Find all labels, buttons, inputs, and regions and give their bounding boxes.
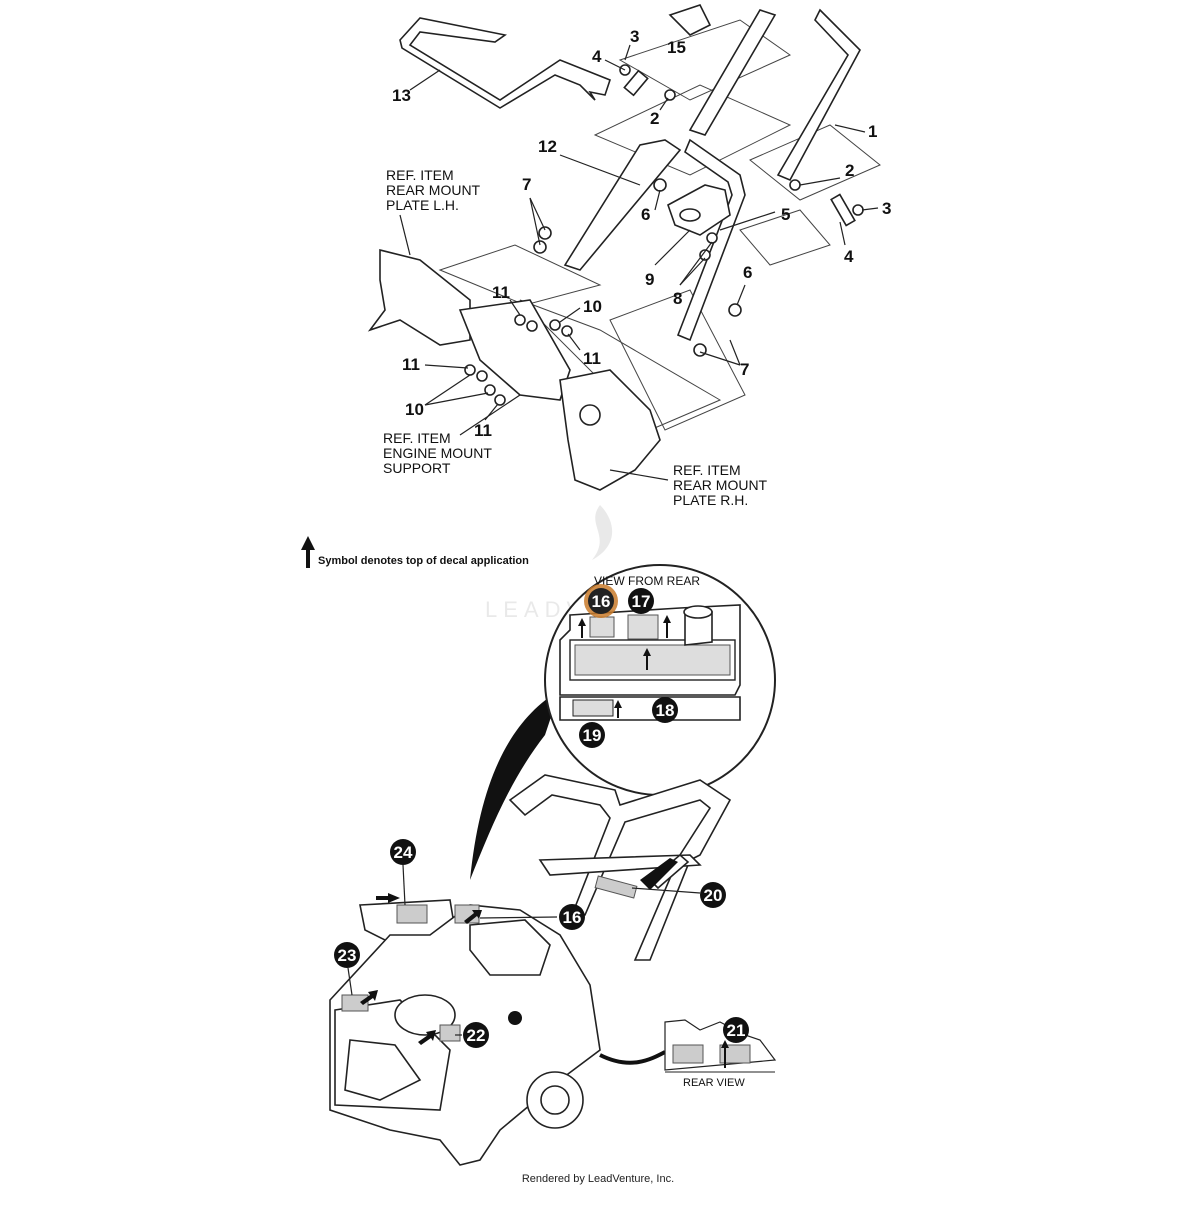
up-arrow-icon <box>301 536 315 568</box>
view-from-rear-detail <box>559 604 741 721</box>
callout-4: 4 <box>592 47 602 66</box>
svg-text:17: 17 <box>632 592 651 611</box>
svg-text:16: 16 <box>592 592 611 611</box>
svg-text:21: 21 <box>727 1021 746 1040</box>
callout-10: 10 <box>583 297 602 316</box>
svg-text:18: 18 <box>656 701 675 720</box>
rear-view-title: REAR VIEW <box>683 1077 745 1089</box>
badge-19[interactable]: 19 <box>579 722 605 748</box>
callout-3: 3 <box>882 199 891 218</box>
ref-engine-mount-line3: SUPPORT <box>383 460 451 476</box>
watermark: LEADV <box>485 505 613 622</box>
ref-engine-mount-line1: REF. ITEM <box>383 430 451 446</box>
badge-23[interactable]: 23 <box>334 942 360 968</box>
callout-6: 6 <box>743 263 752 282</box>
rear-view-inset: REAR VIEW <box>664 1019 777 1089</box>
ref-rear-mount-rh-line2: REAR MOUNT <box>673 477 768 493</box>
callout-7: 7 <box>522 175 531 194</box>
svg-text:23: 23 <box>338 946 357 965</box>
badge-24[interactable]: 24 <box>390 839 416 865</box>
callout-2: 2 <box>845 161 854 180</box>
ref-rear-mount-rh-line3: PLATE R.H. <box>673 492 748 508</box>
footer-credit: Rendered by LeadVenture, Inc. <box>522 1173 674 1185</box>
snow-thrower-illustration <box>329 774 732 1166</box>
callout-12: 12 <box>538 137 557 156</box>
decal-badges: 16 17 18 19 24 20 16 23 <box>334 584 749 1048</box>
ref-rear-mount-lh-line1: REF. ITEM <box>386 167 454 183</box>
magnifier-cone <box>470 690 560 880</box>
callout-7: 7 <box>740 360 749 379</box>
svg-text:20: 20 <box>704 886 723 905</box>
badge-16-highlighted[interactable]: 16 <box>584 584 618 618</box>
decal-legend: Symbol denotes top of decal application <box>301 536 529 568</box>
callout-11: 11 <box>474 421 492 440</box>
callout-10: 10 <box>405 400 424 419</box>
callout-6: 6 <box>641 205 650 224</box>
svg-text:16: 16 <box>563 908 582 927</box>
legend-text: Symbol denotes top of decal application <box>318 555 529 567</box>
svg-text:22: 22 <box>467 1026 486 1045</box>
callout-2: 2 <box>650 109 659 128</box>
badge-16[interactable]: 16 <box>559 904 585 930</box>
view-from-rear-title: VIEW FROM REAR <box>594 574 700 588</box>
badge-20[interactable]: 20 <box>700 882 726 908</box>
ref-rear-mount-lh-line3: PLATE L.H. <box>386 197 459 213</box>
callout-13: 13 <box>392 86 411 105</box>
badge-22[interactable]: 22 <box>463 1022 489 1048</box>
svg-text:19: 19 <box>583 726 602 745</box>
callout-11: 11 <box>492 283 510 302</box>
callout-8: 8 <box>673 289 682 308</box>
callout-11: 11 <box>402 355 420 374</box>
callout-11: 11 <box>583 349 601 368</box>
badge-18[interactable]: 18 <box>652 697 678 723</box>
callout-1: 1 <box>868 122 877 141</box>
callout-4: 4 <box>844 247 854 266</box>
callout-5: 5 <box>781 205 790 224</box>
ref-rear-mount-rh-line1: REF. ITEM <box>673 462 741 478</box>
badge-17[interactable]: 17 <box>628 588 654 614</box>
callout-15: 15 <box>667 38 686 57</box>
callout-9: 9 <box>645 270 654 289</box>
callout-3: 3 <box>630 27 639 46</box>
exploded-view-handle-assembly: 13 15 3 4 2 1 12 2 3 7 6 5 4 9 8 6 11 10… <box>367 4 891 508</box>
badge-21[interactable]: 21 <box>723 1017 749 1043</box>
svg-text:24: 24 <box>394 843 413 862</box>
ref-engine-mount-line2: ENGINE MOUNT <box>383 445 492 461</box>
ref-rear-mount-lh-line2: REAR MOUNT <box>386 182 481 198</box>
